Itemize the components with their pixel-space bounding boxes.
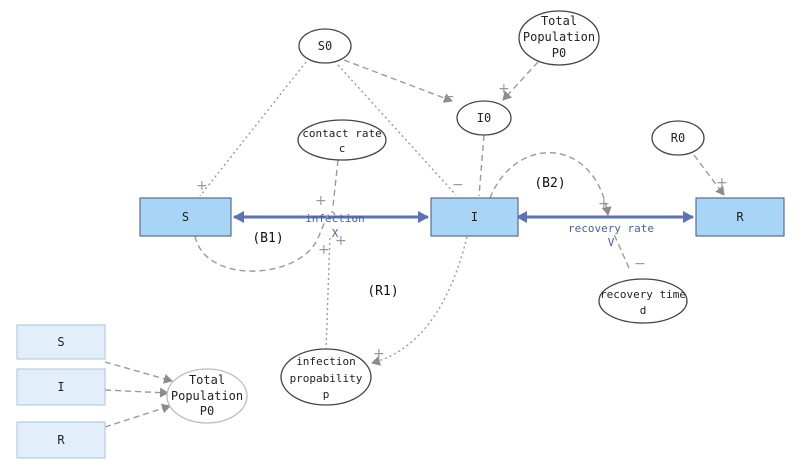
legend-stock-s-label: S	[57, 335, 64, 349]
variable-infection-probability[interactable]: infection propability p	[280, 348, 372, 406]
link-legend-s-to-p0	[104, 361, 173, 384]
contact-rate-line2: c	[339, 142, 346, 155]
polarity-p0-i0: +	[498, 81, 510, 97]
legend-stock-s[interactable]: S	[16, 324, 106, 360]
link-p0-to-i0	[502, 61, 539, 101]
total-population-bottom-line3: P0	[200, 404, 214, 418]
link-r0-to-r	[693, 154, 725, 196]
variable-recovery-time[interactable]: recovery time d	[598, 278, 688, 324]
link-recovery-time-to-recovery	[612, 231, 630, 269]
polarity-recovery-time: −	[634, 256, 646, 272]
recovery-flow-label: recovery rate	[568, 222, 654, 235]
link-i-to-recovery	[489, 152, 612, 216]
polarity-s-infection: +	[335, 233, 347, 249]
link-contact-rate-to-infection	[332, 159, 339, 207]
link-s0-to-i0	[343, 59, 453, 103]
legend-stock-r[interactable]: R	[16, 421, 106, 459]
link-legend-i-to-p0	[104, 387, 169, 398]
polarity-s0-i: −	[452, 177, 464, 193]
polarity-p-infection: +	[318, 242, 330, 258]
total-population-bottom-line2: Population	[171, 389, 243, 403]
recovery-flow[interactable]: recovery rate V	[516, 211, 694, 249]
infection-flow[interactable]: infection X	[233, 211, 429, 240]
stock-i-label: I	[471, 210, 478, 224]
loop-r1-label: (R1)	[367, 284, 398, 299]
variable-contact-rate[interactable]: contact rate c	[297, 119, 387, 161]
polarity-contact-rate: +	[315, 193, 327, 209]
variable-total-population-top[interactable]: Total Population P0	[518, 10, 600, 66]
link-i-to-infection-probability	[371, 236, 468, 366]
variable-r0[interactable]: R0	[651, 120, 705, 156]
variable-s0[interactable]: S0	[298, 28, 352, 64]
legend-stock-i-label: I	[57, 380, 64, 394]
link-infection-probability-to-infection	[325, 235, 331, 351]
stock-s[interactable]: S	[139, 197, 232, 237]
total-population-top-line3: P0	[552, 46, 566, 60]
polarity-s0-i0: −	[443, 89, 455, 105]
polarity-i-recovery: +	[598, 196, 610, 212]
variable-total-population-bottom[interactable]: Total Population P0	[166, 368, 248, 424]
total-population-top-line2: Population	[523, 30, 595, 44]
loop-b2-label: (B2)	[534, 176, 565, 191]
infection-probability-line3: p	[323, 388, 330, 401]
stock-r-label: R	[736, 210, 744, 224]
polarity-i-p: +	[373, 346, 385, 362]
stock-r[interactable]: R	[695, 197, 785, 237]
loop-b1-label: (B1)	[252, 231, 283, 246]
infection-flow-label: infection	[305, 212, 365, 225]
legend-stock-r-label: R	[57, 433, 65, 447]
recovery-flow-symbol: V	[608, 236, 615, 249]
stock-i[interactable]: I	[430, 197, 519, 237]
polarities: + − + − + + + + + − +	[196, 81, 728, 362]
polarity-r0-r: +	[716, 175, 728, 191]
link-s0-to-i	[337, 64, 457, 196]
variable-r0-label: R0	[671, 131, 685, 145]
link-legend-r-to-p0	[104, 403, 171, 428]
recovery-time-line2: d	[640, 304, 647, 317]
infection-flow-symbol: X	[332, 227, 339, 240]
infection-probability-line1: infection	[296, 355, 356, 368]
total-population-bottom-line1: Total	[189, 373, 225, 387]
infection-probability-line2: propability	[290, 372, 363, 385]
polarity-s0-s: +	[196, 178, 208, 194]
variable-i0[interactable]: I0	[456, 100, 512, 136]
recovery-time-line1: recovery time	[600, 288, 686, 301]
link-s0-to-s	[199, 61, 307, 197]
links	[104, 59, 725, 428]
variable-i0-label: I0	[477, 111, 491, 125]
variable-s0-label: S0	[318, 39, 332, 53]
legend-stock-i[interactable]: I	[16, 368, 106, 406]
total-population-top-line1: Total	[541, 14, 577, 28]
stock-s-label: S	[182, 210, 189, 224]
contact-rate-line1: contact rate	[302, 127, 381, 140]
link-i0-to-i	[478, 134, 485, 197]
link-s-to-infection	[194, 211, 336, 272]
